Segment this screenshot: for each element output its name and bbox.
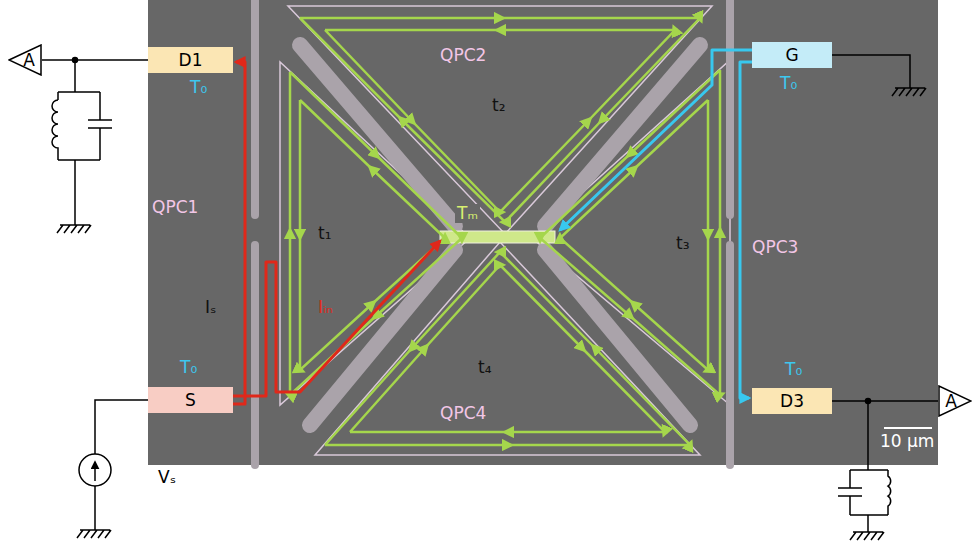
contact-label: S [185, 392, 196, 409]
mesa-edge [288, 6, 712, 234]
gate-electrode [251, 245, 259, 465]
gate-label: QPC1 [152, 198, 198, 217]
temperature-label: Tₘ [455, 204, 480, 223]
contact-label: G [785, 47, 798, 64]
transmission-label: t₂ [492, 96, 505, 115]
measurement-circuit [58, 92, 112, 225]
gate-electrode [300, 45, 455, 226]
measurement-circuit [77, 530, 111, 538]
temperature-label: T₀ [785, 360, 802, 379]
edge-channel [540, 70, 720, 395]
measurement-circuit [52, 55, 926, 540]
measurement-circuit [888, 470, 891, 515]
measurement-circuit [58, 60, 100, 100]
measurement-circuit [95, 400, 148, 530]
signal-wire [42, 59, 148, 61]
scale-bar [884, 427, 932, 429]
scale-label: 10 μm [880, 432, 934, 451]
measurement-circuit [57, 225, 91, 233]
edge-channel [325, 30, 675, 212]
current-label: Iᵢₙ [318, 298, 333, 317]
amplifier-symbol [9, 45, 41, 75]
edge-channel [350, 265, 665, 432]
contact-label: D1 [179, 52, 203, 69]
injected-current-path [233, 241, 440, 396]
gate-electrode [726, 245, 734, 465]
measurement-circuit [892, 88, 926, 96]
signal-wire [832, 400, 938, 402]
gate-electrode [251, 0, 259, 215]
edge-channel [325, 252, 690, 445]
gate-electrode [545, 45, 700, 226]
amplifier-label: A [23, 52, 35, 69]
measurement-circuit [850, 532, 884, 540]
measurement-circuit [850, 515, 888, 532]
gate-label: QPC3 [752, 238, 798, 257]
measurement-circuit [52, 100, 58, 160]
gate-electrode [255, 0, 730, 465]
transmission-label: t₄ [478, 358, 491, 377]
injected-current-path [233, 62, 440, 404]
ground-current-path [560, 50, 752, 398]
amplifier: A [8, 44, 42, 76]
transmission-label: t₃ [676, 234, 689, 253]
temperature-label: T₀ [780, 74, 797, 93]
gate-electrode [726, 0, 734, 215]
measurement-circuit [838, 401, 888, 515]
temperature-label: T₀ [190, 78, 207, 97]
injected-current-path [233, 62, 245, 404]
measurement-circuit [94, 462, 96, 481]
edge-channel [290, 18, 720, 445]
amplifier: A [938, 385, 972, 417]
edge-channel [300, 18, 700, 222]
temperature-label: T₀ [180, 358, 197, 377]
contact-pad: D1 [148, 47, 233, 73]
edge-channel [560, 100, 708, 370]
ground-current-path [740, 62, 752, 398]
micrograph [148, 0, 938, 465]
gate-label: QPC4 [440, 404, 486, 423]
current-label: Iₛ [205, 298, 216, 317]
measurement-circuit [79, 454, 111, 486]
contact-pad: G [752, 42, 832, 68]
contact-pad: S [148, 387, 233, 413]
amplifier-label: A [945, 393, 957, 410]
contact-label: D3 [780, 393, 804, 410]
contact-pad: D3 [752, 388, 832, 414]
mesa-edge [280, 6, 730, 455]
ground-current-path [560, 50, 752, 230]
measurement-circuit [832, 55, 910, 88]
gate-electrode [545, 250, 690, 425]
amplifier-symbol [939, 386, 971, 416]
edge-channel [290, 72, 462, 395]
edge-channel [300, 100, 445, 370]
transmission-label: t₁ [318, 224, 331, 243]
gate-label: QPC2 [440, 46, 486, 65]
voltage-label: Vₛ [158, 468, 176, 487]
